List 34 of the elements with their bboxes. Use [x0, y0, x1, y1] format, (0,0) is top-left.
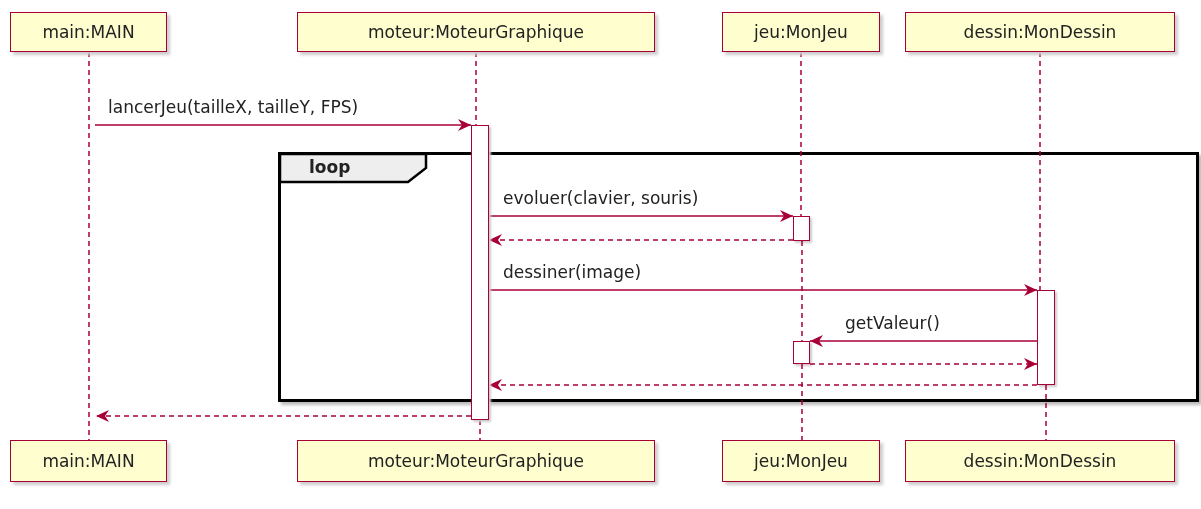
- message-arrow: [94, 119, 472, 131]
- lifeline: [801, 240, 803, 342]
- participant-box: moteur:MoteurGraphique: [297, 440, 655, 482]
- return-arrow: [95, 410, 472, 422]
- participant-box: jeu:MonJeu: [722, 440, 880, 482]
- edge-label: dessiner(image): [503, 262, 642, 282]
- lifeline: [1045, 384, 1047, 441]
- edge-label: getValeur(): [845, 313, 940, 333]
- lifeline: [800, 51, 802, 217]
- message-arrow: [488, 210, 794, 222]
- participant-box: jeu:MonJeu: [722, 12, 880, 52]
- lifeline: [1039, 51, 1041, 291]
- activation-bar: [793, 341, 810, 364]
- participant-box: dessin:MonDessin: [905, 12, 1175, 52]
- return-arrow: [488, 234, 794, 246]
- lifeline: [475, 51, 477, 126]
- lifeline: [801, 363, 803, 441]
- activation-bar: [1037, 290, 1055, 385]
- participant-box: dessin:MonDessin: [905, 440, 1175, 482]
- message-arrow: [809, 335, 1038, 347]
- participant-box: moteur:MoteurGraphique: [297, 12, 655, 52]
- loop-frame: [278, 152, 1199, 402]
- participant-box: main:MAIN: [10, 12, 167, 52]
- return-arrow: [488, 379, 1038, 391]
- lifeline: [88, 51, 90, 441]
- participant-box: main:MAIN: [10, 440, 167, 482]
- message-arrow: [488, 284, 1038, 296]
- lifeline: [479, 419, 481, 441]
- edge-label: evoluer(clavier, souris): [503, 188, 699, 208]
- frame-label: loop: [309, 157, 351, 177]
- activation-bar: [793, 216, 810, 241]
- activation-bar: [471, 125, 489, 420]
- edge-label: lancerJeu(tailleX, tailleY, FPS): [108, 97, 359, 117]
- return-arrow: [809, 358, 1038, 370]
